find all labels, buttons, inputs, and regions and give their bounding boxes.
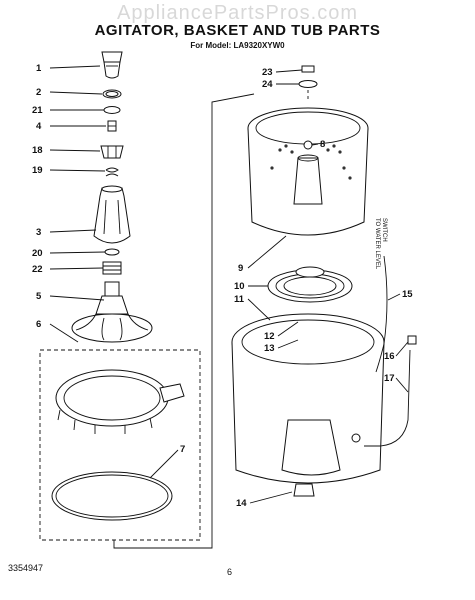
callout-11: 11: [234, 294, 245, 305]
callout-19: 19: [32, 165, 43, 176]
part-9-wash-basket[interactable]: [247, 107, 369, 236]
part-24-washer[interactable]: [298, 80, 318, 88]
part-8-nut[interactable]: [303, 140, 313, 150]
callout-9: 9: [238, 263, 243, 274]
part-6-agitator-skirt[interactable]: [71, 313, 153, 343]
part-22-gear[interactable]: [102, 261, 122, 275]
callout-18: 18: [32, 145, 43, 156]
assembly-dashed-box: [39, 349, 201, 541]
part-17-drain-hose[interactable]: [364, 349, 411, 447]
page-number: 6: [227, 567, 233, 577]
part-2-ring[interactable]: [102, 89, 122, 99]
part-21-seal[interactable]: [103, 106, 121, 114]
part-15-pressure-hose[interactable]: [375, 255, 388, 373]
callout-22: 22: [32, 264, 43, 275]
callout-23: 23: [262, 67, 273, 78]
part-1-agitator-cap[interactable]: [101, 51, 123, 79]
callout-10: 10: [234, 281, 245, 292]
model-subtitle: For Model: LA9320XYW0: [190, 41, 285, 50]
callout-4: 4: [36, 121, 42, 132]
part-16-clip[interactable]: [407, 335, 417, 345]
part-6-basket-ring[interactable]: [55, 369, 185, 434]
callout-15: 15: [402, 289, 413, 300]
callout-8: 8: [320, 139, 325, 150]
leader-lines: [49, 65, 409, 504]
part-18-cam[interactable]: [100, 145, 124, 159]
part-19-spring[interactable]: [105, 167, 119, 177]
callout-20: 20: [32, 248, 43, 259]
callout-5: 5: [36, 291, 42, 302]
doc-number: 3354947: [8, 563, 44, 573]
water-level-note-line2: SWITCH: [381, 218, 387, 242]
callout-13: 13: [264, 343, 275, 354]
callout-17: 17: [384, 373, 395, 384]
callout-2: 2: [36, 87, 41, 98]
diagram-title: AGITATOR, BASKET AND TUB PARTS: [94, 22, 381, 39]
callout-21: 21: [32, 105, 43, 116]
part-10-drive-plate[interactable]: [267, 266, 353, 303]
callout-3: 3: [36, 227, 41, 238]
callout-16: 16: [384, 351, 395, 362]
water-level-note: TO WATER LEVEL SWITCH: [374, 218, 387, 270]
part-20-washer[interactable]: [104, 248, 120, 256]
callout-6: 6: [36, 319, 41, 330]
part-23-nut[interactable]: [301, 65, 315, 73]
callout-1: 1: [36, 63, 42, 74]
part-7-gasket[interactable]: [51, 471, 173, 521]
callout-12: 12: [264, 331, 275, 342]
callout-24: 24: [262, 79, 273, 90]
part-14-drain-fitting[interactable]: [293, 483, 315, 497]
part-11-outer-tub[interactable]: [231, 313, 385, 484]
part-5-agitator-base[interactable]: [95, 281, 129, 315]
part-4-bolt[interactable]: [107, 120, 117, 132]
assembly-connector-line: [113, 93, 255, 549]
callout-14: 14: [236, 498, 247, 509]
water-level-note-line1: TO WATER LEVEL: [374, 218, 380, 270]
callout-7: 7: [180, 444, 185, 455]
watermark: AppliancePartsPros.com: [117, 2, 358, 24]
part-3-agitator-barrel[interactable]: [93, 185, 131, 244]
